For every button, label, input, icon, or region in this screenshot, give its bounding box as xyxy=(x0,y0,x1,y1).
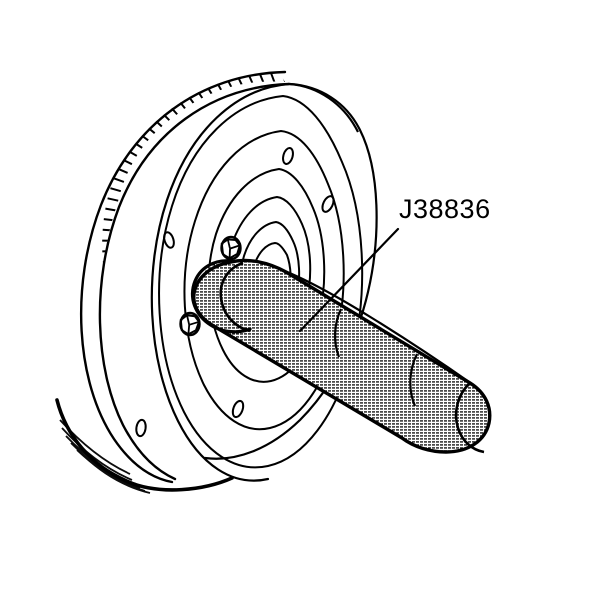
bolt-hole xyxy=(231,399,245,419)
bolt-hole xyxy=(135,418,147,438)
bolt-hole xyxy=(321,195,335,213)
bolt-hole xyxy=(282,147,294,165)
hex-bolt-head xyxy=(179,311,201,337)
part-number-label: J38836 xyxy=(399,194,491,224)
bolt-holes xyxy=(135,147,335,438)
bolt-hole xyxy=(163,231,175,249)
hex-bolt-heads xyxy=(179,235,242,337)
hex-bolt-head xyxy=(220,235,242,261)
flywheel-assembly xyxy=(55,70,492,494)
callout-leader-line xyxy=(298,227,400,333)
alignment-tool-shaft xyxy=(191,258,492,454)
